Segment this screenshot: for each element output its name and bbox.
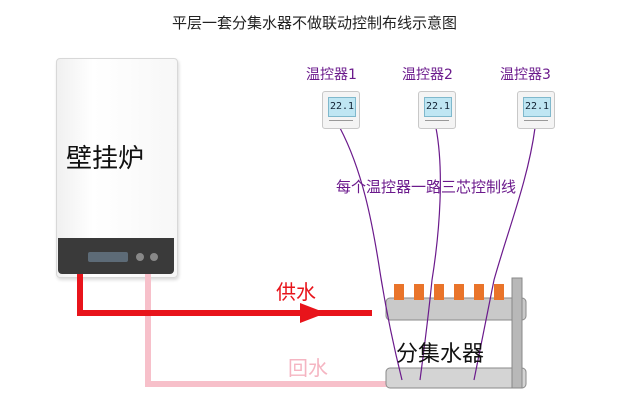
wire-thermostat-1: [339, 127, 403, 381]
supply-pipe: [77, 274, 372, 316]
supply-label: 供水: [276, 280, 316, 304]
boiler-display: [88, 252, 128, 262]
thermostat-2-display: 22.1: [424, 97, 452, 117]
manifold-label: 分集水器: [396, 342, 485, 367]
thermostat-3-label: 温控器3: [500, 67, 551, 83]
thermostat-3-display: 22.1: [523, 97, 551, 117]
wire-thermostat-2: [419, 127, 441, 381]
manifold-top-bar: [385, 297, 527, 321]
wiring-note: 每个温控器一路三芯控制线: [336, 178, 517, 196]
thermostat-3: 22.1: [517, 91, 555, 129]
thermostat-1-keys: [329, 120, 353, 125]
return-label: 回水: [288, 356, 328, 380]
boiler-knob: [150, 253, 158, 261]
diagram-title: 平层一套分集水器不做联动控制布线示意图: [171, 14, 457, 32]
boiler-label: 壁挂炉: [66, 144, 145, 174]
thermostat-2-keys: [425, 120, 449, 125]
thermostat-3-keys: [524, 120, 548, 125]
wire-thermostat-3: [473, 127, 536, 381]
thermostat-1-display: 22.1: [328, 97, 356, 117]
boiler-knob: [136, 253, 144, 261]
manifold-valves: [394, 284, 504, 300]
manifold-side-post: [511, 277, 523, 389]
manifold-bottom-bar: [385, 367, 527, 389]
supply-arrow-head: [300, 303, 326, 323]
thermostat-2: 22.1: [418, 91, 456, 129]
thermostat-2-label: 温控器2: [402, 67, 453, 83]
return-pipe: [145, 274, 392, 387]
thermostat-1: 22.1: [322, 91, 360, 129]
thermostat-1-label: 温控器1: [306, 67, 357, 83]
